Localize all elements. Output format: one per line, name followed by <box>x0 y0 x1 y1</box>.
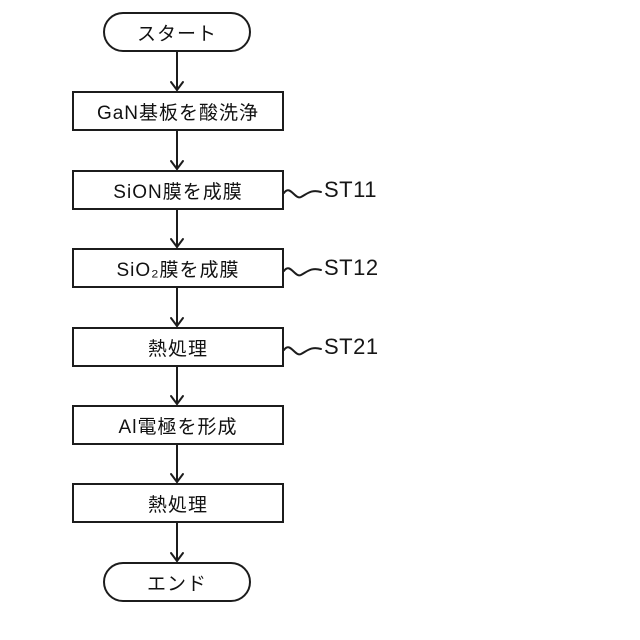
start-label: スタート <box>136 23 217 45</box>
process-label: 熱処理 <box>147 338 208 360</box>
end-terminal: エンド <box>103 562 251 602</box>
start-terminal: スタート <box>103 12 251 52</box>
process-box-al-electrode: Al電極を形成 <box>72 405 284 445</box>
process-box-heat-treatment-2: 熱処理 <box>72 483 284 523</box>
process-box-sio2-deposition: SiO₂膜を成膜 <box>72 248 284 288</box>
leader-squiggle <box>283 267 322 277</box>
process-box-heat-treatment-1: 熱処理 <box>72 327 284 367</box>
flow-arrow <box>170 51 184 91</box>
flow-arrow <box>170 366 184 405</box>
flow-arrow <box>170 287 184 327</box>
flow-arrow <box>170 130 184 170</box>
process-box-sion-deposition: SiON膜を成膜 <box>72 170 284 210</box>
process-label: SiO₂膜を成膜 <box>116 259 240 281</box>
process-box-clean: GaN基板を酸洗浄 <box>72 91 284 131</box>
process-label: Al電極を形成 <box>118 416 238 438</box>
process-label: SiON膜を成膜 <box>113 181 243 203</box>
flow-arrow <box>170 444 184 483</box>
step-tag-st12: ST12 <box>324 255 379 280</box>
process-label: 熱処理 <box>147 494 208 516</box>
process-label: GaN基板を酸洗浄 <box>96 102 260 124</box>
step-tag-st21: ST21 <box>324 334 379 359</box>
end-label: エンド <box>146 573 207 595</box>
step-tag-st11: ST11 <box>324 177 377 202</box>
leader-squiggle <box>283 189 322 199</box>
flow-arrow <box>170 522 184 562</box>
flow-arrow <box>170 209 184 248</box>
leader-squiggle <box>283 346 322 356</box>
